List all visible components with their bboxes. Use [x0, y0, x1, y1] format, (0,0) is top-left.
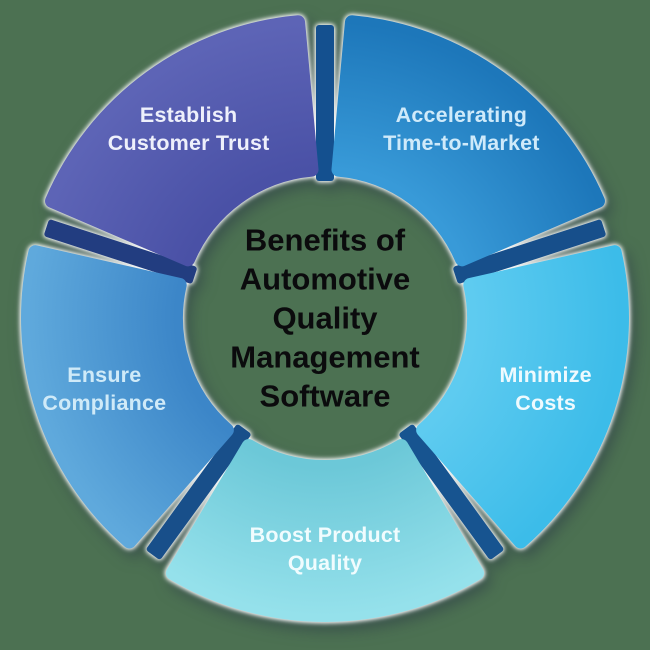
segment-accelerating-time-to-market — [331, 15, 605, 267]
divider-lower-left — [146, 424, 251, 560]
divider-upper-left — [44, 219, 197, 284]
segment-ensure-compliance — [21, 245, 234, 549]
segment-boost-product-quality — [165, 438, 485, 622]
divider-bars — [44, 25, 606, 560]
divider-upper-right — [453, 219, 606, 284]
segment-minimize-costs — [416, 245, 629, 549]
divider-lower-right — [399, 424, 504, 560]
center-title: Benefits of Automotive Quality Managemen… — [230, 222, 420, 414]
segment-establish-customer-trust — [45, 15, 319, 267]
divider-top — [316, 25, 334, 181]
segments — [21, 15, 629, 622]
